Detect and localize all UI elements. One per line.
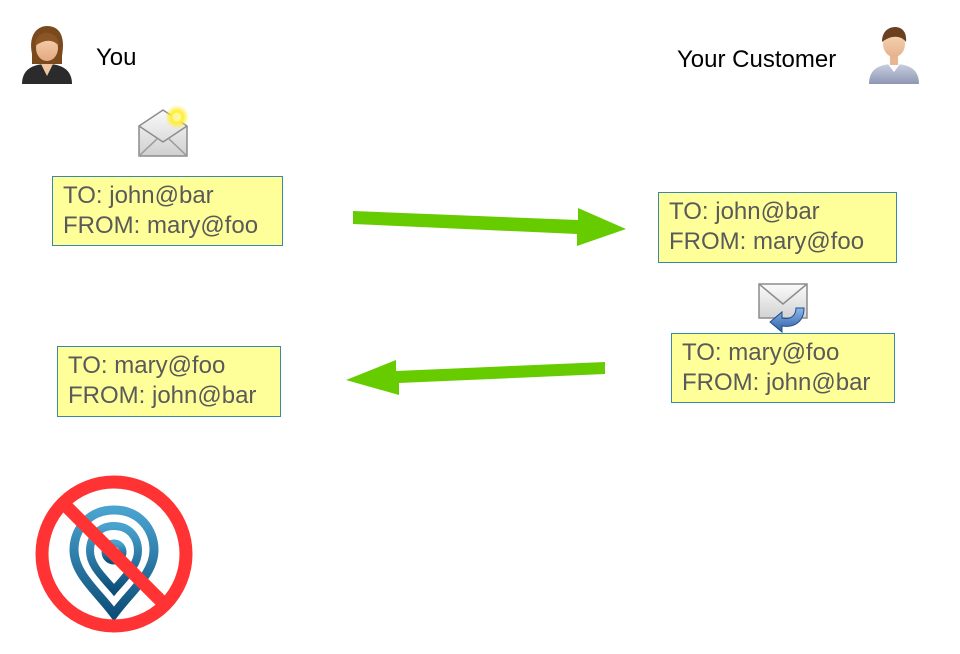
from-address: FROM: john@bar xyxy=(682,369,871,396)
to-address: TO: mary@foo xyxy=(68,352,226,379)
to-address: TO: john@bar xyxy=(63,182,214,209)
incoming-arrow xyxy=(346,360,605,395)
reply-received-box: TO: mary@foo FROM: john@bar xyxy=(57,346,281,417)
from-address: FROM: mary@foo xyxy=(63,212,259,239)
to-address: TO: mary@foo xyxy=(682,339,840,366)
you-label: You xyxy=(96,44,137,71)
customer-label: Your Customer xyxy=(677,46,837,73)
received-message-box: TO: john@bar FROM: mary@foo xyxy=(658,192,897,263)
reply-message-box: TO: mary@foo FROM: john@bar xyxy=(671,333,895,403)
man-avatar-icon xyxy=(869,27,919,84)
from-address: FROM: john@bar xyxy=(68,382,257,409)
sent-message-box: TO: john@bar FROM: mary@foo xyxy=(52,176,283,246)
from-address: FROM: mary@foo xyxy=(669,228,865,255)
reply-mail-icon xyxy=(758,283,808,334)
outgoing-arrow xyxy=(353,208,626,246)
woman-avatar-icon xyxy=(22,26,72,84)
no-tracking-pin-icon xyxy=(35,475,193,633)
to-address: TO: john@bar xyxy=(669,198,820,225)
new-mail-icon xyxy=(138,105,189,157)
